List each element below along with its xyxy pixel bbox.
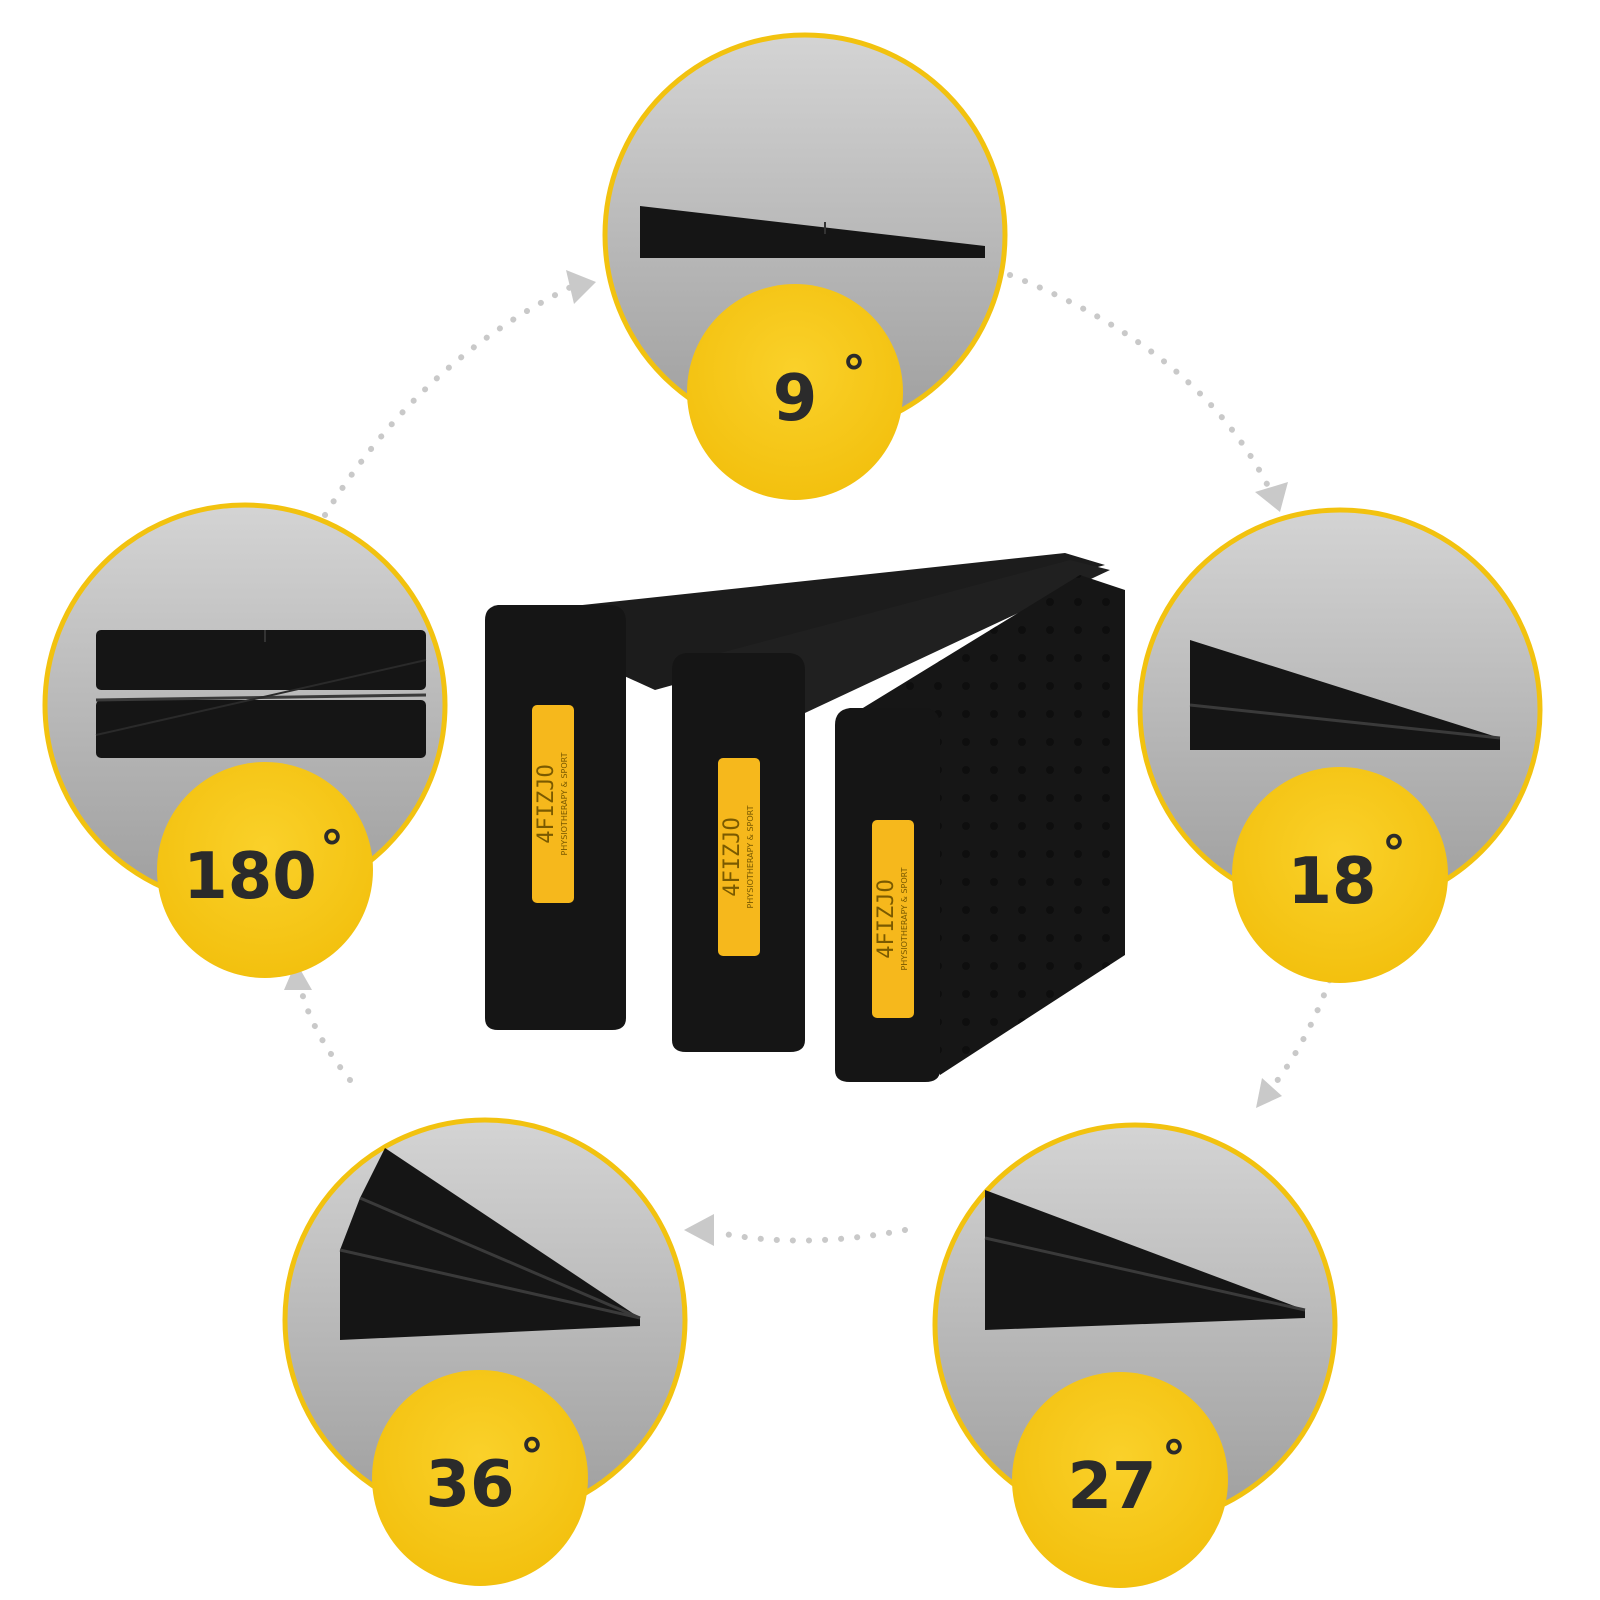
arrow-to-27 xyxy=(1256,1078,1282,1108)
connector-9-to-18 xyxy=(1007,272,1273,493)
tagline-front: PHYSIOTHERAPY & SPORT xyxy=(900,867,909,970)
angle-label-180: 180 xyxy=(183,840,317,914)
wedge-27 xyxy=(984,1190,1306,1330)
badge-18 xyxy=(1232,767,1448,983)
degree-symbol-9: ° xyxy=(842,346,866,402)
arrow-to-9 xyxy=(566,270,596,304)
angle-option-18: 18 ° xyxy=(1137,507,1543,983)
tagline-middle: PHYSIOTHERAPY & SPORT xyxy=(746,805,755,908)
connector-18-to-27 xyxy=(1267,962,1338,1093)
wedge-block-back: 4FIZJO PHYSIOTHERAPY & SPORT xyxy=(485,553,1105,1030)
wedge-block-middle: 4FIZJO PHYSIOTHERAPY & SPORT xyxy=(672,560,1110,1052)
logo-text-back: 4FIZJO xyxy=(534,764,559,843)
angle-label-36: 36 xyxy=(425,1448,514,1522)
angle-label-27: 27 xyxy=(1067,1450,1156,1524)
wedge-36 xyxy=(339,1148,641,1340)
cycle-arrowheads xyxy=(284,270,1288,1246)
wedge-9 xyxy=(640,206,985,258)
wedge-180 xyxy=(95,630,427,758)
angle-label-18: 18 xyxy=(1287,845,1376,919)
wedge-18 xyxy=(1189,640,1501,750)
arrow-to-18 xyxy=(1255,482,1288,512)
angle-option-180: 180 ° xyxy=(42,502,448,978)
angle-label-9: 9 xyxy=(773,362,818,436)
wedge-block-front: 4FIZJO PHYSIOTHERAPY & SPORT xyxy=(835,575,1125,1082)
connector-36-to-180 xyxy=(297,982,353,1083)
label-plate-front xyxy=(872,820,914,1018)
degree-symbol-18: ° xyxy=(1382,826,1406,882)
degree-symbol-36: ° xyxy=(520,1429,544,1485)
angle-option-27: 27 ° xyxy=(932,1122,1338,1588)
degree-symbol-180: ° xyxy=(320,821,344,877)
arrow-to-180 xyxy=(284,962,312,990)
logo-text-middle: 4FIZJO xyxy=(720,817,745,896)
angle-option-36: 36 ° xyxy=(282,1117,688,1586)
angle-option-9: 9 ° xyxy=(602,32,1008,500)
badge-36 xyxy=(372,1370,588,1586)
badge-27 xyxy=(1012,1372,1228,1588)
logo-text-front: 4FIZJO xyxy=(874,879,899,958)
label-plate-back xyxy=(532,705,574,903)
arrow-to-36 xyxy=(684,1214,714,1246)
connector-27-to-36 xyxy=(712,1227,908,1244)
tagline-back: PHYSIOTHERAPY & SPORT xyxy=(560,752,569,855)
badge-9 xyxy=(687,284,903,500)
connector-180-to-9 xyxy=(322,282,578,518)
product-stack: 4FIZJO PHYSIOTHERAPY & SPORT 4FIZJO PHYS… xyxy=(485,553,1125,1082)
badge-180 xyxy=(157,762,373,978)
label-plate-middle xyxy=(718,758,760,956)
degree-symbol-27: ° xyxy=(1162,1431,1186,1487)
